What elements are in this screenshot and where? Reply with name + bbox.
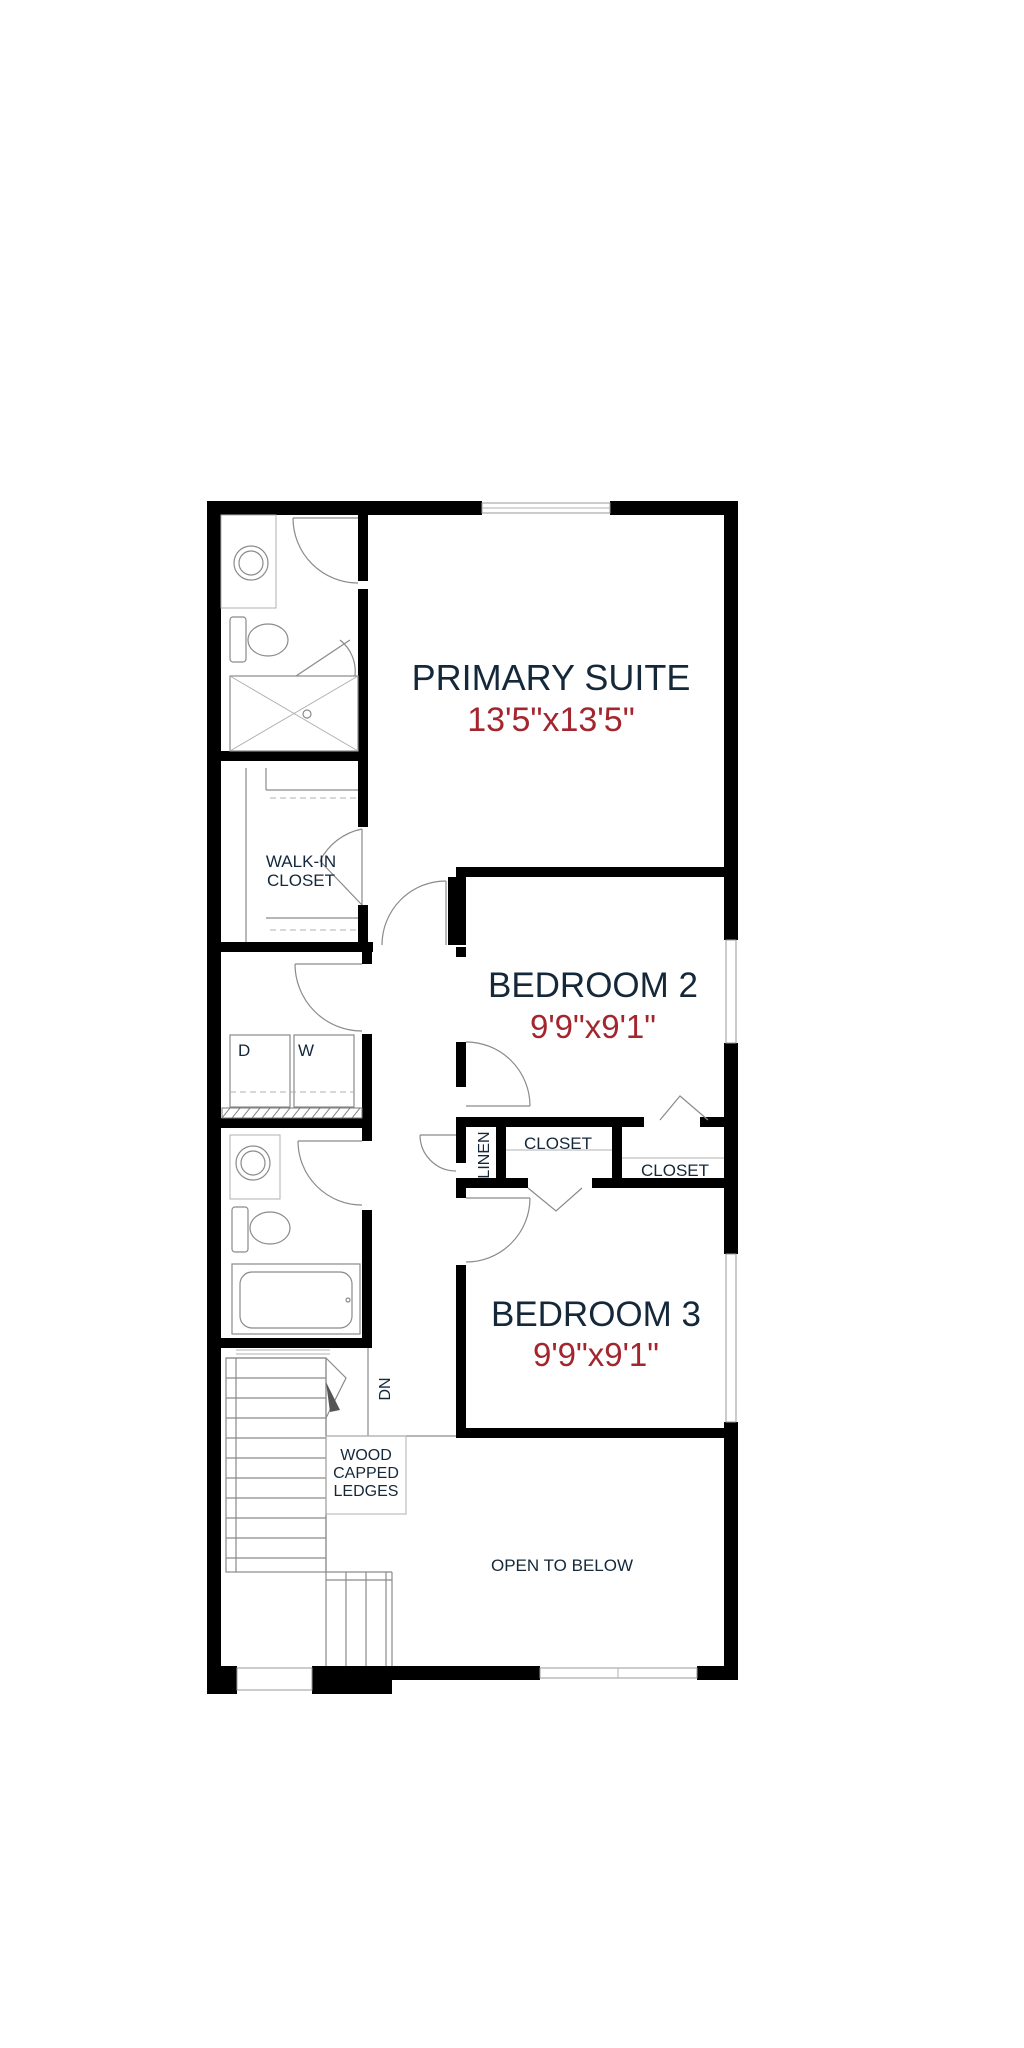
closet-label-1: CLOSET	[524, 1134, 592, 1153]
down-label: DN	[377, 1377, 394, 1400]
main-bath-fixtures	[229, 1134, 361, 1335]
ledge-label-2: CAPPED	[333, 1465, 399, 1482]
open-to-below-label: OPEN TO BELOW	[491, 1556, 633, 1575]
doors	[292, 517, 709, 1263]
bedroom-2-name: BEDROOM 2	[488, 966, 698, 1005]
laundry-fixtures	[221, 1034, 363, 1119]
staircase	[225, 1348, 456, 1666]
room-labels: PRIMARY SUITE 13'5"x13'5" BEDROOM 2 9'9"…	[238, 657, 709, 1575]
dryer-label: D	[238, 1041, 250, 1060]
primary-suite-dim: 13'5"x13'5"	[467, 701, 635, 739]
washer-label: W	[298, 1041, 314, 1060]
closet-rods	[506, 1149, 724, 1159]
bedroom-3-name: BEDROOM 3	[491, 1295, 701, 1334]
ledge-label-3: LEDGES	[334, 1483, 399, 1500]
bedroom-3-dim: 9'9"x9'1"	[533, 1336, 659, 1373]
ledge-label-1: WOOD	[340, 1447, 392, 1464]
walk-in-label-1: WALK-IN	[266, 852, 336, 871]
exterior-walls	[207, 501, 738, 1694]
ensuite-fixtures	[220, 514, 359, 752]
walk-in-shelving	[245, 768, 358, 942]
primary-suite-name: PRIMARY SUITE	[412, 657, 691, 698]
walk-in-label-2: CLOSET	[267, 871, 335, 890]
bedroom-2-dim: 9'9"x9'1"	[530, 1008, 656, 1045]
linen-label: LINEN	[476, 1131, 493, 1178]
interior-walls	[221, 515, 738, 1438]
closet-label-2: CLOSET	[641, 1161, 709, 1180]
windows	[236, 502, 737, 1691]
